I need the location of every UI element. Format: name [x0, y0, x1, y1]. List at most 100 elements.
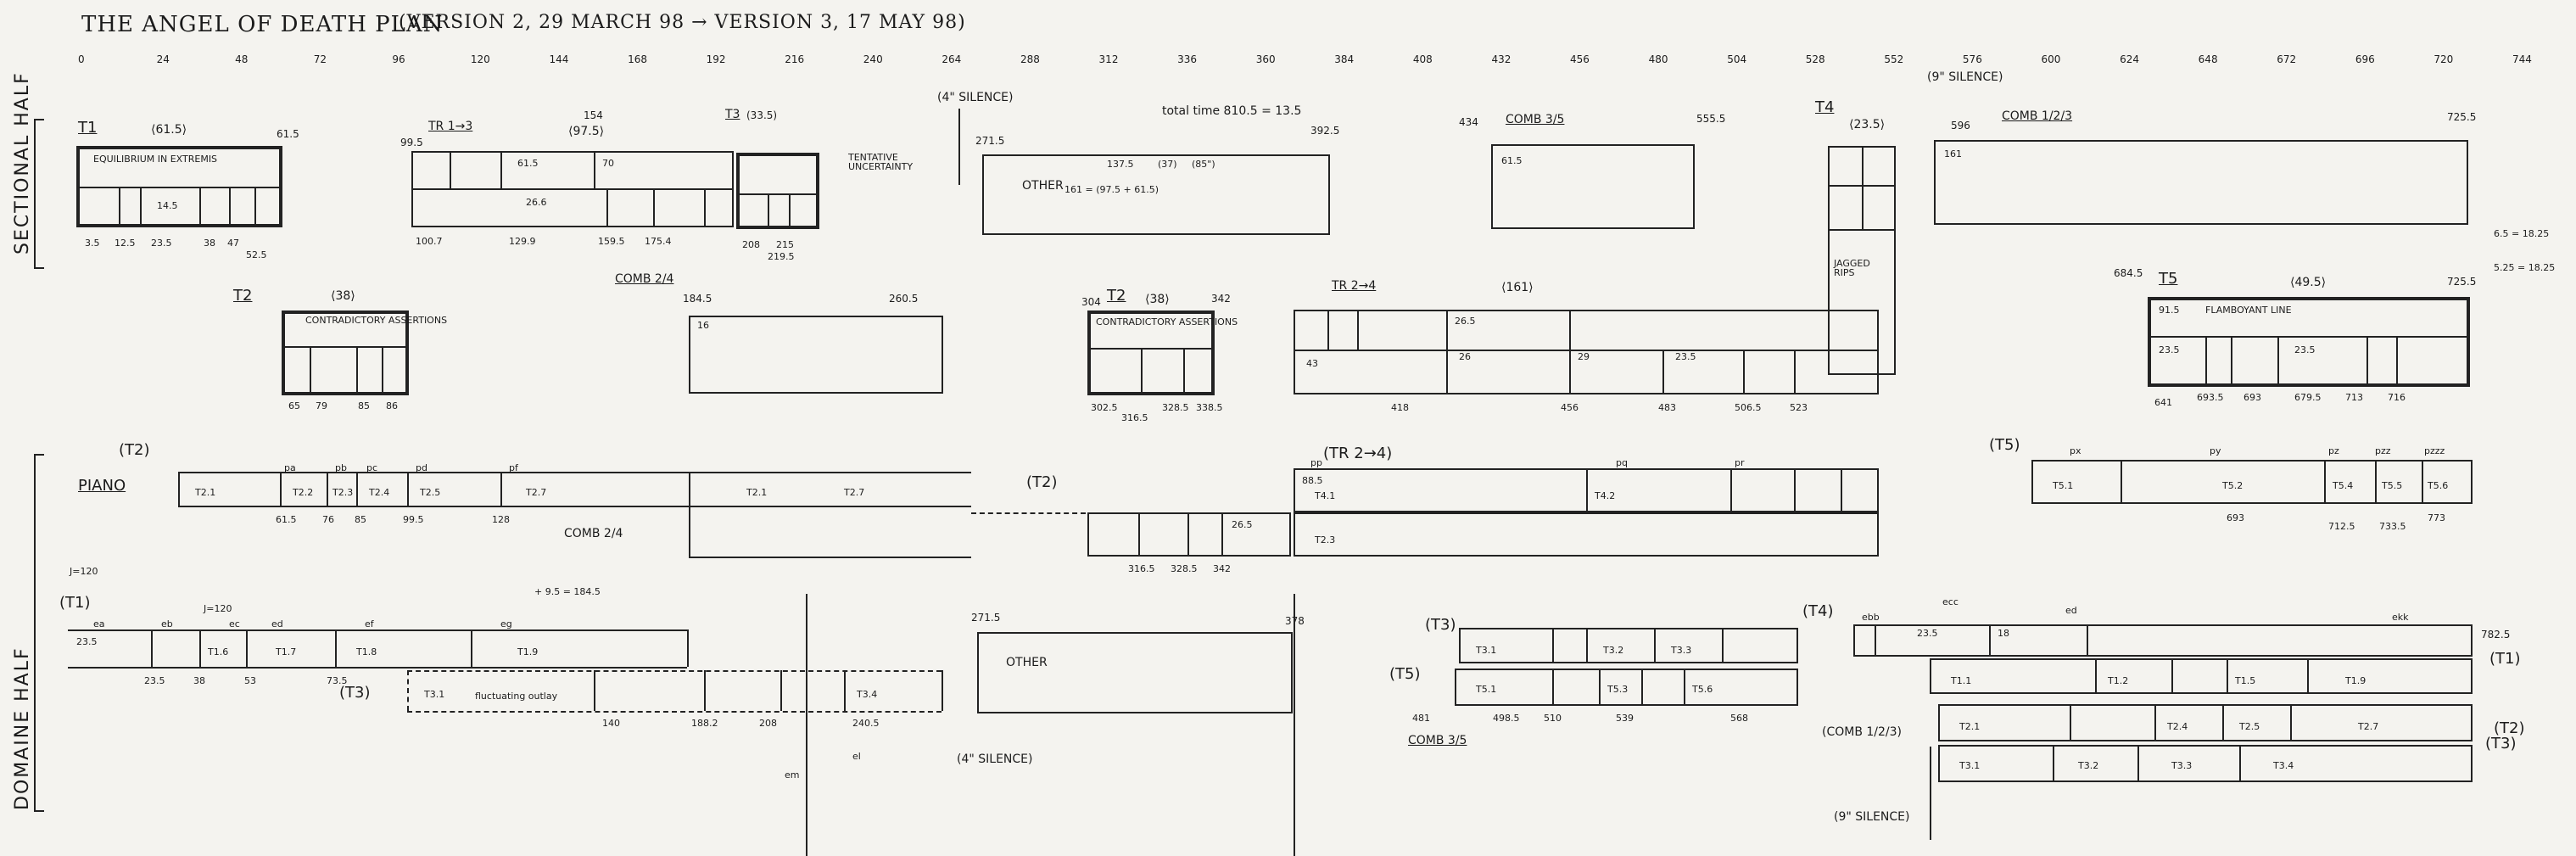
t1-name: T1: [78, 119, 98, 137]
ruler-tick: 120: [470, 53, 490, 65]
t5-divider: [2148, 336, 2470, 338]
t2-name: T2: [233, 287, 253, 305]
other2-label: OTHER: [1006, 656, 1048, 669]
other-label: OTHER: [1022, 179, 1064, 193]
t2d-cell-line: [2290, 704, 2292, 741]
t2b-bottom: 302.5: [1091, 402, 1118, 413]
t5b-cell: T5.6: [1692, 684, 1713, 695]
domaine-bracket: [34, 454, 36, 810]
t5-cell-line: [2324, 460, 2326, 504]
silence-marker: [1294, 594, 1295, 856]
t5-domaine-block: [2031, 460, 2473, 504]
tr13-cell-line: [500, 151, 502, 188]
ruler-tick: 72: [313, 53, 327, 65]
tr13-cell: 26.6: [526, 197, 547, 208]
t3-row-line: [942, 670, 943, 711]
t5-bottom: 693.5: [2197, 392, 2224, 403]
ruler-tick: 744: [2512, 53, 2532, 65]
tr13-top: 154: [584, 109, 603, 121]
t2-row-line: [500, 472, 502, 506]
t3c-cell-line: [2053, 745, 2054, 782]
t1b-cell-line: [2095, 658, 2097, 694]
ruler-tick: 360: [1255, 53, 1276, 65]
t2b-label: CONTRADICTORY ASSERTIONS: [1096, 316, 1238, 327]
t2d-cell: T2.1: [1959, 721, 1981, 732]
tr24-name: TR 2→4: [1332, 279, 1377, 293]
t1b-cell: T1.2: [2108, 675, 2129, 686]
tr24-cell-line: [1586, 468, 1588, 512]
t1-bottom: 47: [227, 238, 239, 249]
t4-cell: 23.5: [1917, 628, 1938, 639]
tr13-bottom: 100.7: [416, 236, 443, 247]
t5-bottom: 693: [2244, 392, 2261, 403]
tr24-bottom: 506.5: [1735, 402, 1762, 413]
comb35-domaine-label: COMB 3/5: [1408, 734, 1467, 747]
t1b-cell: T1.5: [2235, 675, 2256, 686]
ruler-tick: 432: [1491, 53, 1512, 65]
t2b-bottom: 316.5: [1128, 563, 1155, 574]
t3-vertical-marker: [806, 594, 807, 856]
t5-cell: T5.5: [2382, 480, 2403, 491]
t2b-bottom: 342: [1213, 563, 1231, 574]
comb24-cell: 16: [697, 320, 709, 331]
t5-cell-line: [2205, 336, 2207, 387]
tr24-cell: 23.5: [1675, 351, 1696, 362]
ruler-tick: 264: [942, 53, 962, 65]
comb24-end: 260.5: [889, 293, 919, 305]
t3b-block: [1459, 628, 1798, 663]
ruler-tick: 336: [1177, 53, 1198, 65]
t3-row-bottom: [407, 711, 942, 713]
ruler-tick: 480: [1648, 53, 1668, 65]
comb123-cell: 161: [1944, 148, 1962, 159]
tr24-block: [1294, 310, 1879, 394]
ruler-tick: 48: [235, 53, 249, 65]
t2d-domaine-block: [1938, 704, 2473, 741]
t2-divider: [282, 346, 409, 348]
t2b-divider: [1087, 348, 1215, 350]
t1b-cell: T1.9: [2345, 675, 2366, 686]
t2b-bottom: 328.5: [1162, 402, 1189, 413]
t2-cell-line: [382, 346, 383, 395]
t2-row-line: [689, 472, 690, 557]
t2d-cell-line: [2154, 704, 2156, 741]
t1-cell: T1.8: [356, 646, 377, 657]
t2b-domaine-name: (T2): [1026, 473, 1058, 491]
other2-start: 271.5: [971, 612, 1001, 624]
t2-cell: T2.3: [332, 487, 354, 498]
tr24-tag: pr: [1735, 457, 1745, 468]
t1-cell: 14.5: [157, 200, 178, 211]
t3-label: TENTATIVE UNCERTAINTY: [848, 152, 914, 172]
ruler-tick: 552: [1884, 53, 1904, 65]
ruler-tick: 696: [2355, 53, 2375, 65]
t5-bottom: 713: [2345, 392, 2363, 403]
t2b-cell: 26.5: [1232, 519, 1253, 530]
comb35-block: [1491, 144, 1695, 229]
ruler-tick: 528: [1805, 53, 1825, 65]
t1-row-line: [151, 629, 153, 667]
t5b-cell-line: [1552, 669, 1554, 706]
bracket-cap: [34, 119, 44, 120]
comb123-block: [1934, 140, 2468, 225]
t2-bottom: 79: [316, 400, 327, 411]
tr24-cell: 26: [1459, 351, 1471, 362]
t1-bottom: 38: [204, 238, 215, 249]
tr13-divider: [411, 188, 734, 190]
comb123-name: COMB 1/2/3: [2002, 109, 2073, 123]
comb35-start: 434: [1459, 116, 1478, 128]
tr24-cell: 26.5: [1455, 316, 1476, 327]
t1-bottom: 23.5: [151, 238, 172, 249]
t3b-cell: T3.1: [1476, 645, 1497, 656]
t2b-dashed-lead: [971, 512, 1086, 514]
silence-4-domaine: (4" SILENCE): [957, 752, 1033, 766]
t2-row-line: [178, 472, 180, 506]
t2-row-top: [178, 472, 971, 473]
t3-cell-line: [768, 193, 769, 229]
other-note: 137.5: [1107, 159, 1134, 170]
ruler-tick: 0: [78, 53, 85, 65]
piano-label: PIANO: [78, 477, 126, 495]
t5-cell-line: [2121, 460, 2122, 504]
ruler-tick: 408: [1412, 53, 1433, 65]
t5-bottom: 773: [2428, 512, 2445, 523]
tr13-cell: 70: [602, 158, 614, 169]
t3-bottom: 215: [776, 239, 794, 250]
